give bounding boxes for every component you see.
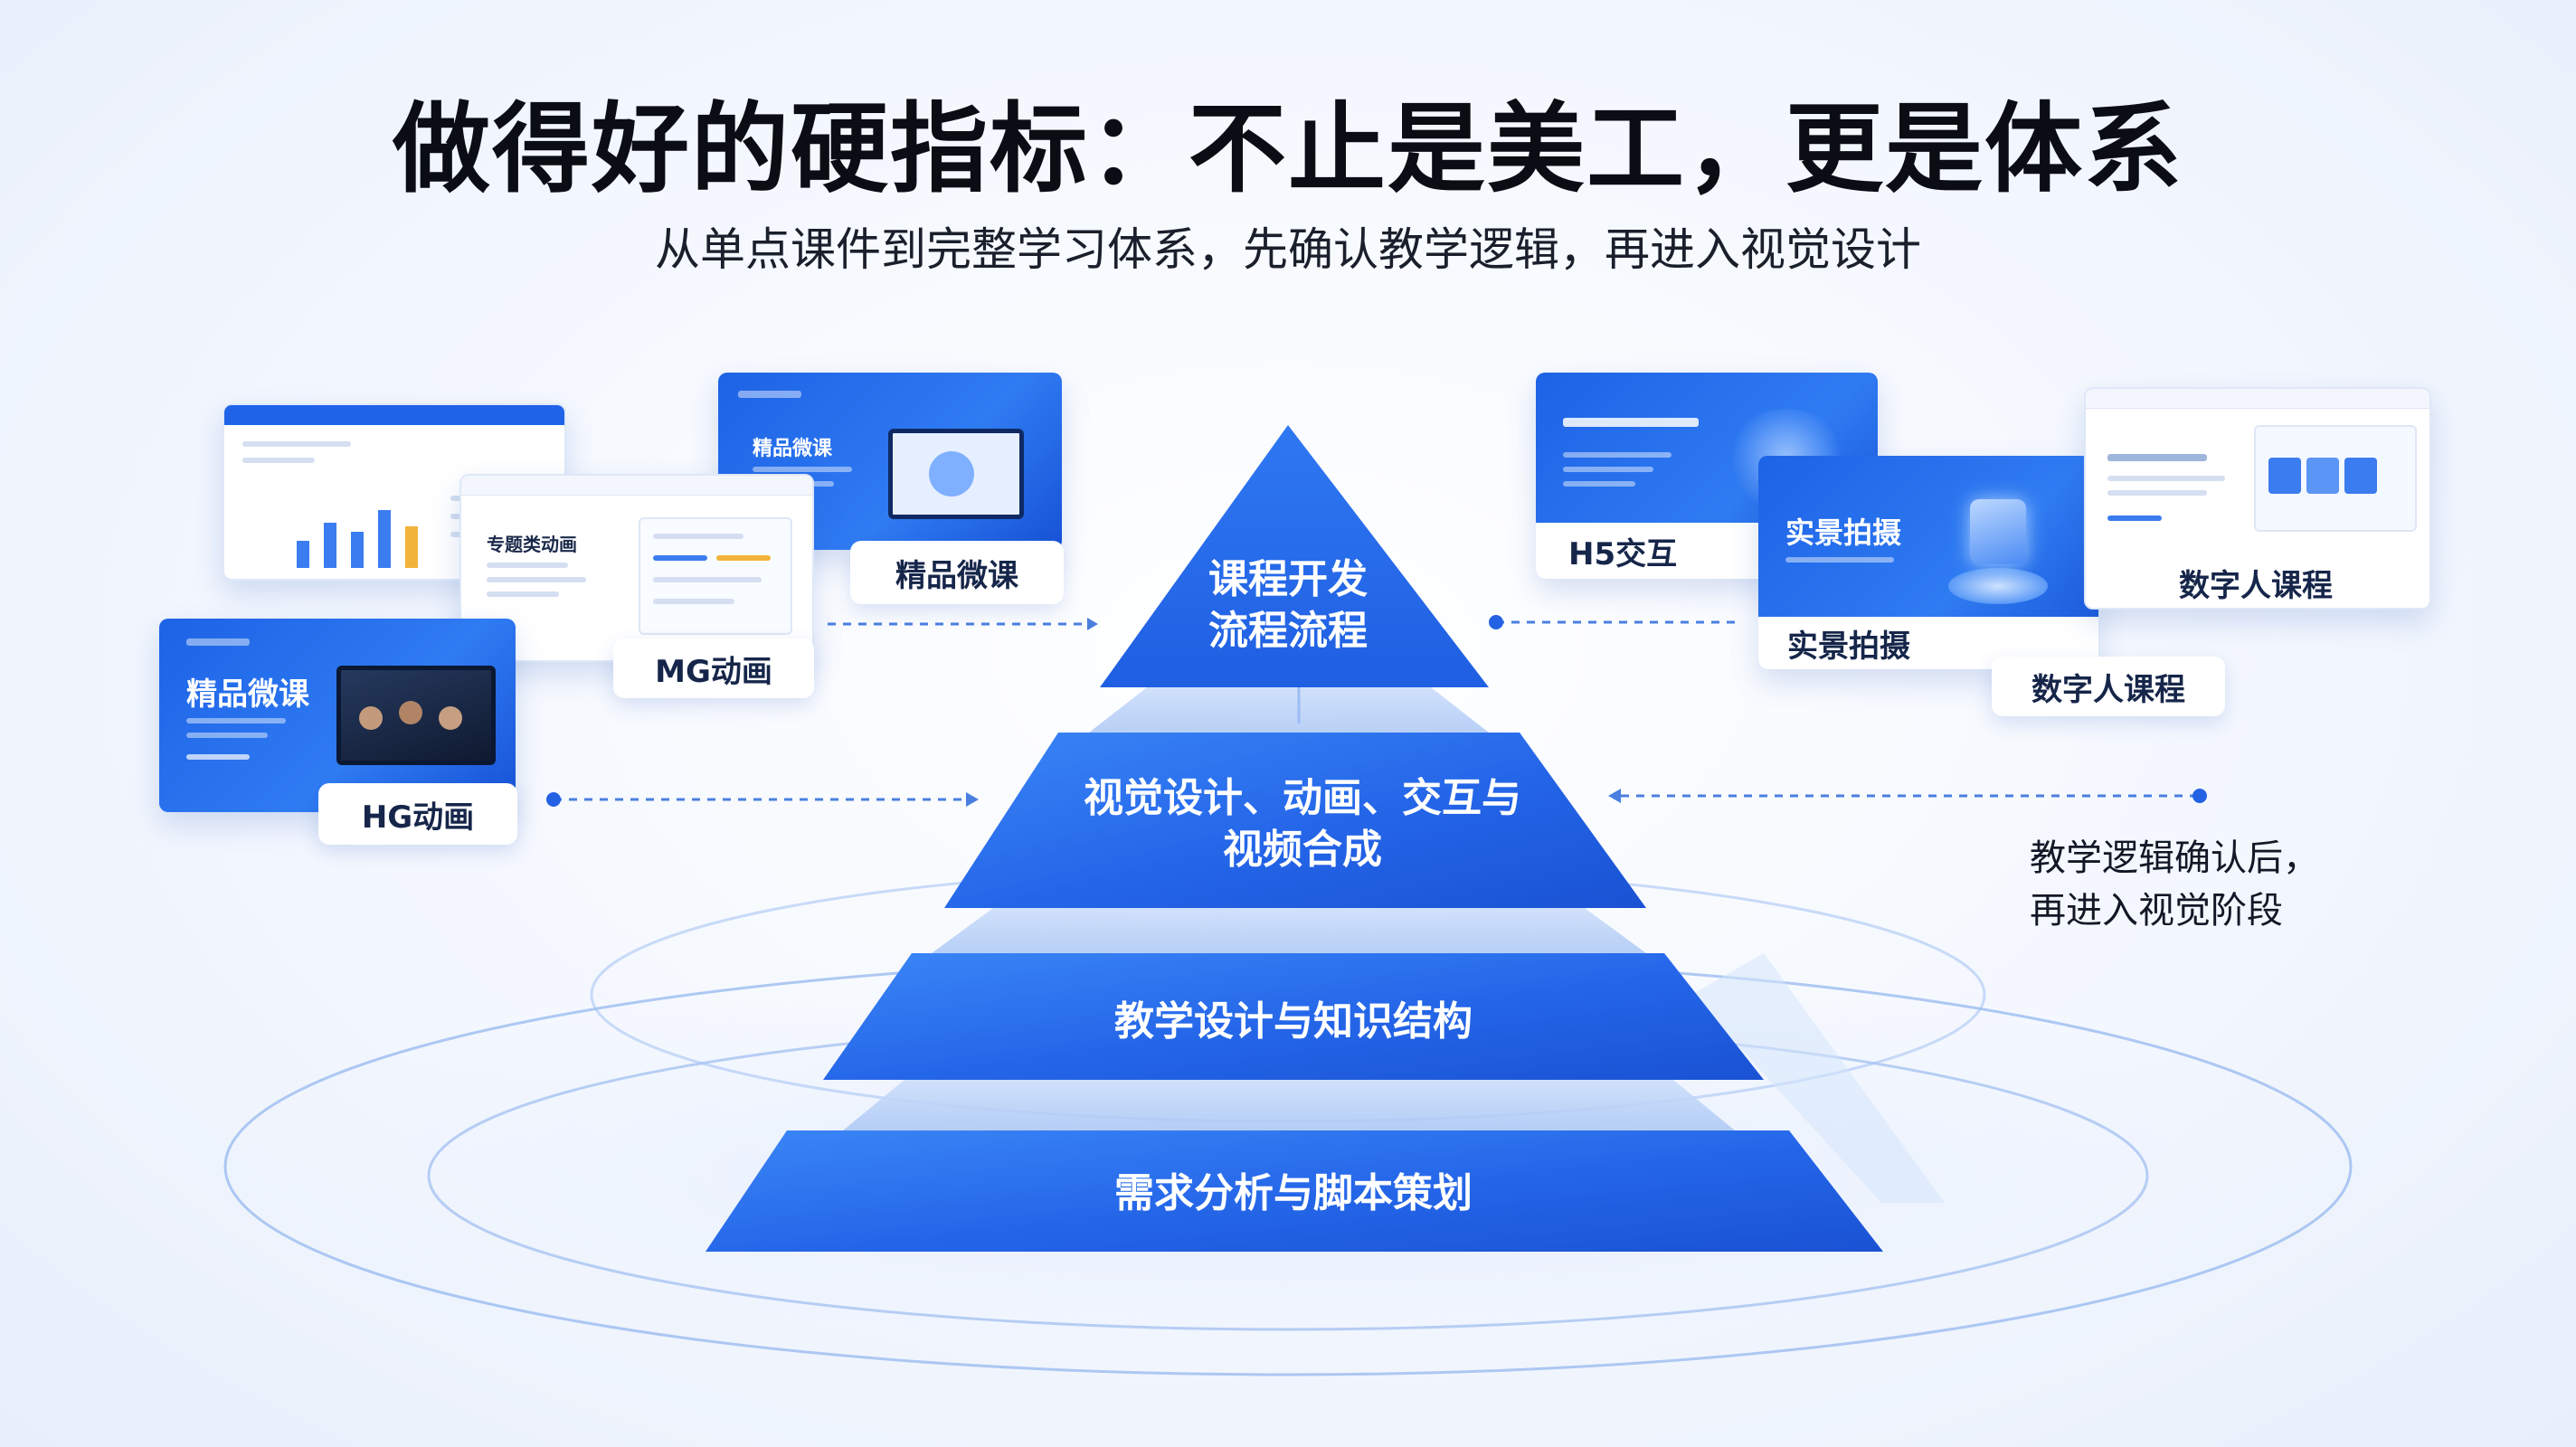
tier-shape-3 — [823, 953, 1764, 1080]
live-shooting-headline: 实景拍摄 — [1785, 515, 1902, 550]
pyramid-tier-2: 视觉设计、动画、交互与 视频合成 — [1013, 756, 1592, 892]
bar-chart-icon — [288, 487, 432, 568]
tier-2-line-2: 视频合成 — [1223, 827, 1382, 873]
pyramid-tier-1: 课程开发 流程流程 — [1172, 546, 1404, 664]
tier-3-line-1: 教学设计与知识结构 — [1114, 998, 1473, 1045]
tier-shape-1 — [1100, 425, 1489, 687]
h5-label: H5交互 — [1568, 535, 1678, 572]
digital-human-label: 数字人课程 — [2179, 567, 2333, 604]
mg-preview-headline: 专题类动画 — [487, 534, 577, 555]
boutique-course-label: 精品微课 — [850, 541, 1064, 604]
tier-shape-2 — [944, 733, 1646, 908]
pyramid-tier-4: 需求分析与脚本策划 — [796, 1149, 1791, 1239]
dashboard-preview-topbar — [224, 405, 564, 425]
hg-animation-label: HG动画 — [318, 783, 517, 845]
mg-preview-topbar — [461, 476, 812, 496]
mg-preview-screen — [639, 517, 792, 635]
hg-preview-headline: 精品微课 — [186, 676, 309, 713]
page-subtitle: 从单点课件到完整学习体系，先确认教学逻辑，再进入视觉设计 — [655, 223, 1921, 276]
digital-human-screen — [2254, 425, 2417, 532]
tier-2-line-1: 视觉设计、动画、交互与 — [1084, 774, 1521, 821]
glass-wing-right — [1691, 953, 1945, 1203]
live-shooting-preview-card: 实景拍摄 — [1758, 456, 2098, 669]
mg-animation-label: MG动画 — [613, 638, 814, 698]
glass-face-1 — [1089, 687, 1489, 733]
side-note: 教学逻辑确认后， 再进入视觉阶段 — [2030, 832, 2319, 937]
tier-4-line-1: 需求分析与脚本策划 — [1114, 1170, 1473, 1217]
cube-platform-icon — [1930, 481, 2066, 617]
live-shooting-label: 实景拍摄 — [1787, 628, 1910, 665]
tier-1-line-1: 课程开发 — [1208, 555, 1368, 602]
digital-human-topbar — [2086, 389, 2429, 409]
digital-human-preview-card — [2084, 387, 2431, 610]
glass-face-3 — [843, 1080, 1735, 1130]
mg-animation-preview-card: 专题类动画 — [459, 474, 814, 662]
tier-shape-4 — [706, 1130, 1883, 1252]
boutique-course-headline: 精品微课 — [753, 438, 833, 460]
side-note-line-1: 教学逻辑确认后， — [2030, 837, 2319, 879]
side-note-line-2: 再进入视觉阶段 — [2030, 890, 2283, 932]
page-title: 做得好的硬指标：不止是美工，更是体系 — [392, 93, 2183, 206]
digital-human-label-secondary: 数字人课程 — [1992, 657, 2225, 716]
pyramid-tier-3: 教学设计与知识结构 — [904, 977, 1682, 1067]
hg-animation-preview-card: 精品微课 — [159, 619, 516, 812]
glass-face-2 — [932, 908, 1646, 953]
laptop-icon — [888, 429, 1024, 519]
team-photo-icon — [336, 666, 496, 765]
tier-1-line-2: 流程流程 — [1208, 608, 1368, 654]
